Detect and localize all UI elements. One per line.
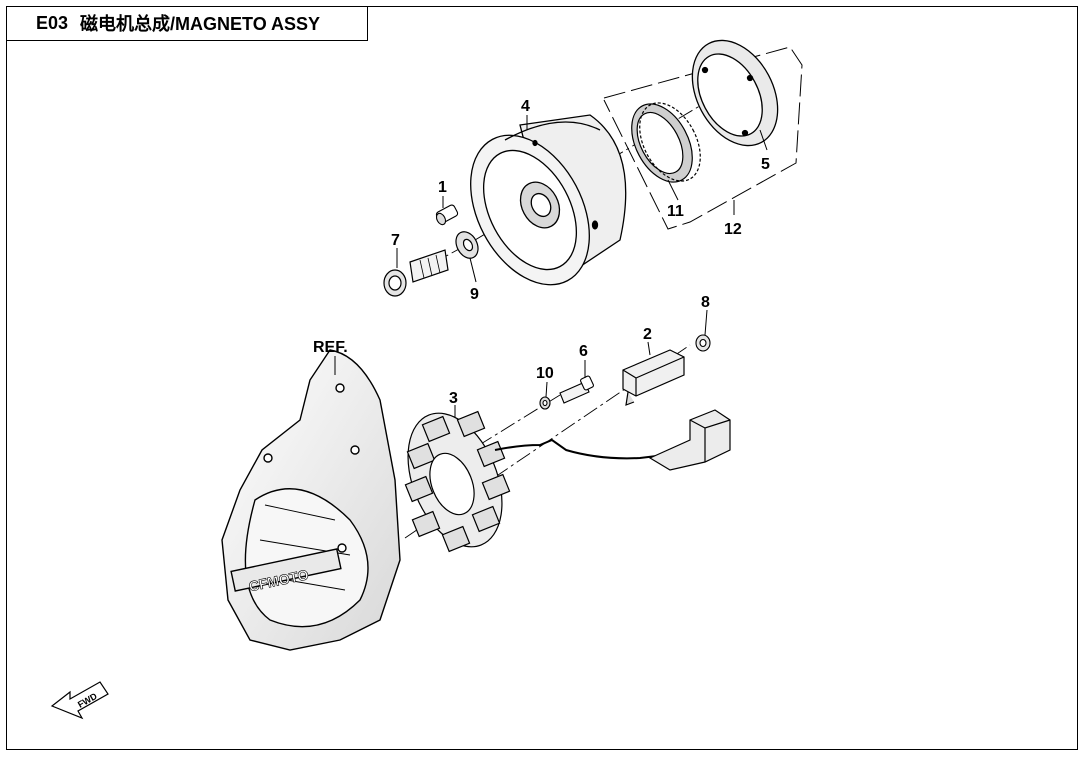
- callout-5: 5: [761, 156, 770, 173]
- diagram-frame: [6, 6, 1078, 750]
- diagram-code: E03: [36, 12, 69, 33]
- callout-9: 9: [470, 286, 479, 303]
- callout-3: 3: [449, 390, 458, 407]
- callout-4: 4: [521, 98, 530, 115]
- clutch-housing: [691, 39, 779, 147]
- screw-8: [695, 334, 711, 352]
- callout-6: 6: [579, 343, 588, 360]
- callout-8: 8: [701, 294, 710, 311]
- one-way-clutch: [631, 102, 701, 183]
- callout-12: 12: [724, 221, 742, 238]
- callout-7: 7: [391, 232, 400, 249]
- callout-2: 2: [643, 326, 652, 343]
- diagram-title: 磁电机总成/MAGNETO ASSY: [80, 14, 321, 34]
- callout-ref: REF.: [313, 339, 348, 356]
- title-box: E03 磁电机总成/MAGNETO ASSY: [6, 6, 368, 41]
- flange-bolt-7: [383, 249, 449, 297]
- wiring-connector: [648, 409, 731, 471]
- callout-1: 1: [438, 179, 447, 196]
- bolt-1: [435, 204, 459, 226]
- pickup-sensor: [622, 349, 685, 406]
- crankcase-cover: [221, 349, 401, 651]
- callout-11: 11: [667, 203, 684, 220]
- callout-10: 10: [536, 365, 554, 382]
- leader-lines: [334, 115, 768, 418]
- washer-9: [455, 231, 479, 259]
- bolt-6: [559, 375, 594, 404]
- assembly-12-bracket: [603, 46, 803, 230]
- flywheel-rotor: [470, 114, 627, 286]
- forward-arrow-icon: [50, 681, 109, 720]
- stator: [404, 410, 666, 553]
- washer-10: [539, 396, 551, 410]
